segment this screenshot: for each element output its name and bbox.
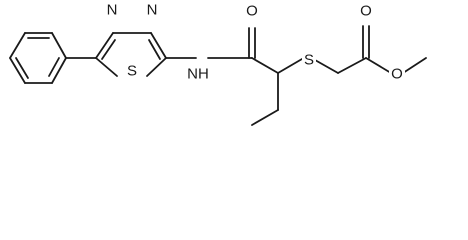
- atom-n2: N: [145, 0, 159, 19]
- atom-n2-label: N: [147, 2, 158, 19]
- bond-phenyl-1: [9, 32, 26, 59]
- bond-c5-n4: [95, 32, 114, 59]
- bond-phenyl-inner-3: [15, 57, 29, 79]
- bond-phenyl-6: [9, 57, 26, 84]
- bond-n3-c2-double: [148, 39, 161, 60]
- atom-o-ester-carbonyl: O: [358, 2, 374, 20]
- bond-layer: [9, 25, 427, 126]
- atom-n1-label: N: [107, 2, 118, 19]
- bond-ester-c-o: [365, 57, 392, 74]
- atom-o-amide-label: O: [246, 3, 258, 20]
- bond-c2-s1: [146, 57, 167, 77]
- atom-s-ring-label: S: [127, 63, 137, 80]
- bond-o-methyl: [402, 57, 427, 74]
- atom-n1: N: [105, 0, 119, 19]
- bond-s-ch2: [314, 59, 339, 74]
- atom-o-ester-carbonyl-label: O: [360, 3, 372, 20]
- atom-label-layer: N N S NH O S O O: [105, 0, 405, 83]
- bond-ch2-ch3: [251, 109, 279, 126]
- bond-calpha-s: [277, 58, 303, 74]
- bond-ch2-ester-c: [337, 57, 367, 74]
- atom-s-ring: S: [125, 62, 139, 80]
- atom-o-amide: O: [244, 2, 260, 20]
- bond-co-calpha: [251, 57, 279, 74]
- atom-nh: NH: [186, 65, 210, 83]
- atom-o-ester-label: O: [391, 66, 403, 83]
- bond-phenyl-3: [51, 32, 67, 59]
- atom-nh-label: NH: [187, 66, 209, 83]
- bond-c5-n4-double: [101, 39, 116, 60]
- atom-s-thio: S: [302, 51, 316, 69]
- atom-o-ester: O: [389, 65, 405, 83]
- molecule-structure: N N S NH O S O O: [9, 0, 427, 126]
- bond-phenyl-4: [51, 57, 67, 84]
- atom-s-thio-label: S: [304, 52, 314, 69]
- bond-n3-c2: [150, 32, 167, 59]
- bond-s1-c5: [95, 57, 118, 77]
- bond-phenyl-inner-2: [48, 57, 60, 77]
